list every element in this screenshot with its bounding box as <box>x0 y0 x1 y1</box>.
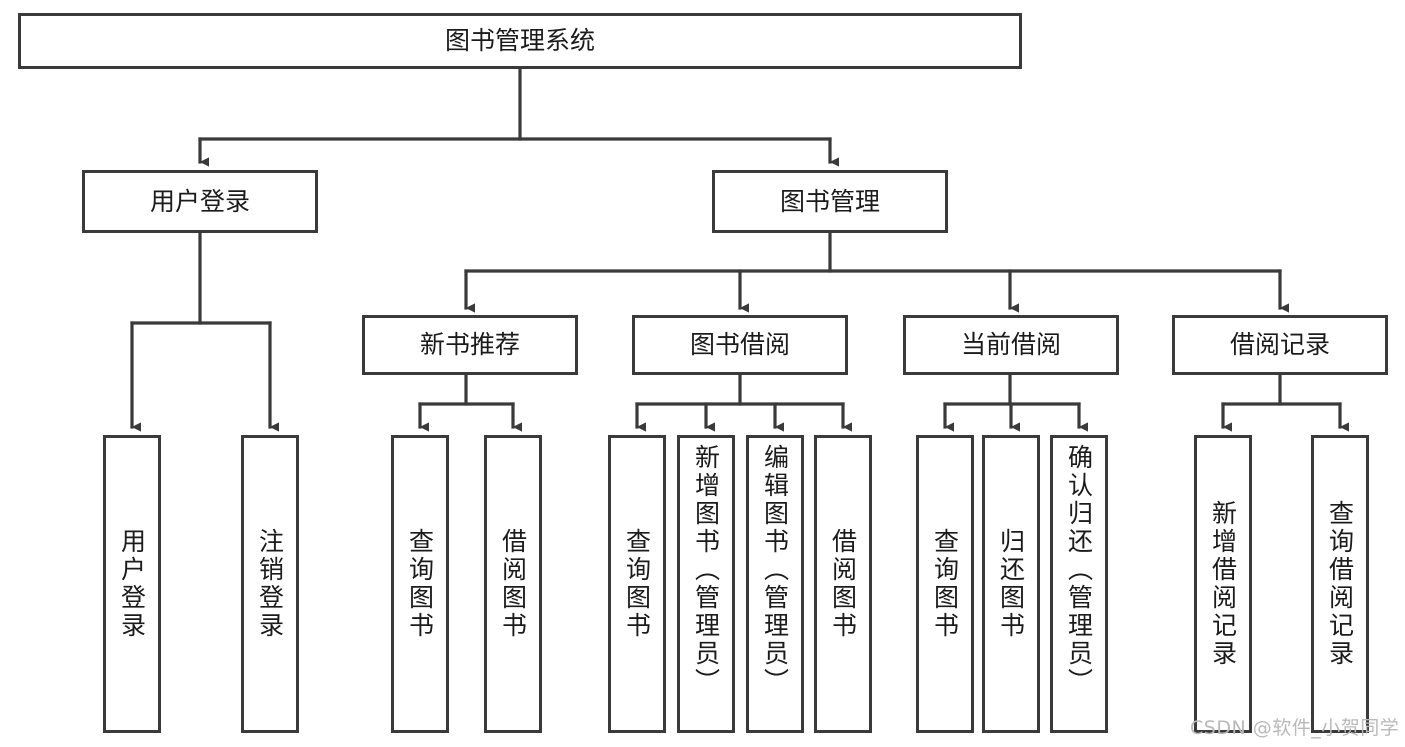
node-current-borrow-label: 当前借阅 <box>960 330 1061 359</box>
node-borrow-record[interactable]: 借阅记录 <box>1172 315 1388 375</box>
node-leaf-query-book-1-label: 查询图书 <box>405 528 435 640</box>
node-leaf-borrow-book-1[interactable]: 借阅图书 <box>484 435 542 733</box>
node-leaf-logout-login-label: 注销登录 <box>255 528 285 640</box>
node-leaf-query-record[interactable]: 查询借阅记录 <box>1311 435 1369 733</box>
node-leaf-query-record-label: 查询借阅记录 <box>1325 500 1355 668</box>
node-new-book-recommend-label: 新书推荐 <box>419 330 520 359</box>
node-leaf-user-login[interactable]: 用户登录 <box>103 435 161 733</box>
node-leaf-borrow-book-2[interactable]: 借阅图书 <box>814 435 872 733</box>
node-leaf-borrow-book-2-label: 借阅图书 <box>828 528 858 640</box>
node-leaf-return-book[interactable]: 归还图书 <box>982 435 1040 733</box>
node-leaf-edit-book-label: 编辑图书（管理员） <box>760 444 790 696</box>
node-leaf-query-book-1[interactable]: 查询图书 <box>391 435 449 733</box>
node-user-login[interactable]: 用户登录 <box>82 170 318 233</box>
node-new-book-recommend[interactable]: 新书推荐 <box>362 315 578 375</box>
node-leaf-query-book-2-label: 查询图书 <box>622 528 652 640</box>
node-root[interactable]: 图书管理系统 <box>18 13 1022 69</box>
node-leaf-add-book[interactable]: 新增图书（管理员） <box>677 435 735 733</box>
node-root-label: 图书管理系统 <box>444 26 595 55</box>
node-leaf-confirm-return[interactable]: 确认归还（管理员） <box>1050 435 1108 733</box>
node-leaf-confirm-return-label: 确认归还（管理员） <box>1064 444 1094 696</box>
node-leaf-return-book-label: 归还图书 <box>996 528 1026 640</box>
node-book-manage-label: 图书管理 <box>779 186 880 216</box>
node-leaf-logout-login[interactable]: 注销登录 <box>241 435 299 733</box>
watermark-text: CSDN @软件_小贺同学 <box>1190 717 1400 739</box>
node-leaf-add-record[interactable]: 新增借阅记录 <box>1194 435 1252 733</box>
node-leaf-add-record-label: 新增借阅记录 <box>1208 500 1238 668</box>
node-leaf-edit-book[interactable]: 编辑图书（管理员） <box>746 435 804 733</box>
node-current-borrow[interactable]: 当前借阅 <box>903 315 1119 375</box>
node-book-borrow[interactable]: 图书借阅 <box>632 315 848 375</box>
node-leaf-query-book-3[interactable]: 查询图书 <box>916 435 974 733</box>
node-user-login-label: 用户登录 <box>149 186 250 216</box>
node-book-borrow-label: 图书借阅 <box>689 330 790 359</box>
node-book-manage[interactable]: 图书管理 <box>712 170 948 233</box>
node-leaf-query-book-3-label: 查询图书 <box>930 528 960 640</box>
node-leaf-user-login-label: 用户登录 <box>117 528 147 640</box>
node-leaf-query-book-2[interactable]: 查询图书 <box>608 435 666 733</box>
node-leaf-borrow-book-1-label: 借阅图书 <box>498 528 528 640</box>
node-borrow-record-label: 借阅记录 <box>1229 330 1330 359</box>
node-leaf-add-book-label: 新增图书（管理员） <box>691 444 721 696</box>
